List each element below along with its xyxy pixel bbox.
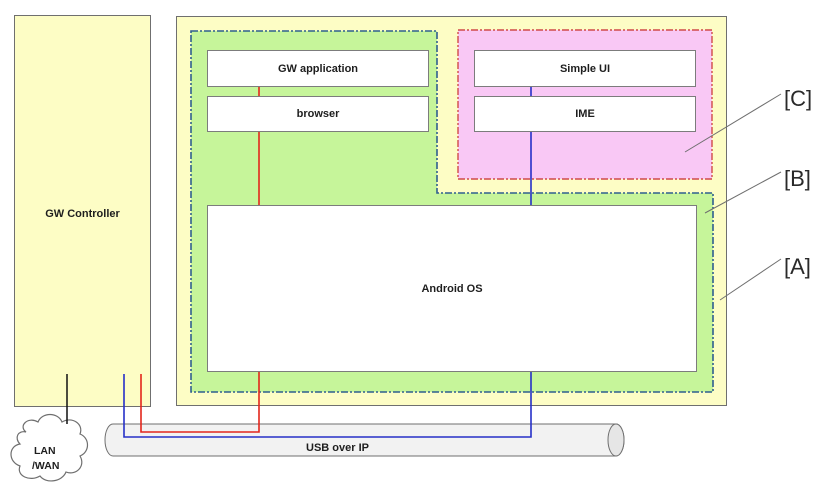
ime-box: IME	[474, 96, 696, 132]
lan-wan-cloud	[10, 413, 89, 482]
usb-over-ip-label: USB over IP	[306, 442, 369, 454]
callout-c-label: [C]	[784, 86, 813, 111]
callout-b-label: [B]	[784, 166, 811, 191]
callout-c-leader	[684, 93, 782, 153]
callout-b-leader	[704, 171, 782, 214]
gw-application-box: GW application	[207, 50, 429, 87]
wan-label: /WAN	[32, 460, 60, 472]
lan-label: LAN	[34, 445, 56, 457]
gw-controller-box: GW Controller	[14, 15, 151, 407]
blue-link	[123, 372, 532, 438]
callout-a-label: [A]	[784, 254, 811, 279]
android-os-box: Android OS	[207, 205, 697, 372]
gw-controller-label: GW Controller	[45, 208, 120, 220]
browser-box: browser	[207, 96, 429, 132]
simple-ui-box: Simple UI	[474, 50, 696, 87]
callout-a-leader	[719, 258, 782, 301]
red-link	[140, 372, 260, 433]
